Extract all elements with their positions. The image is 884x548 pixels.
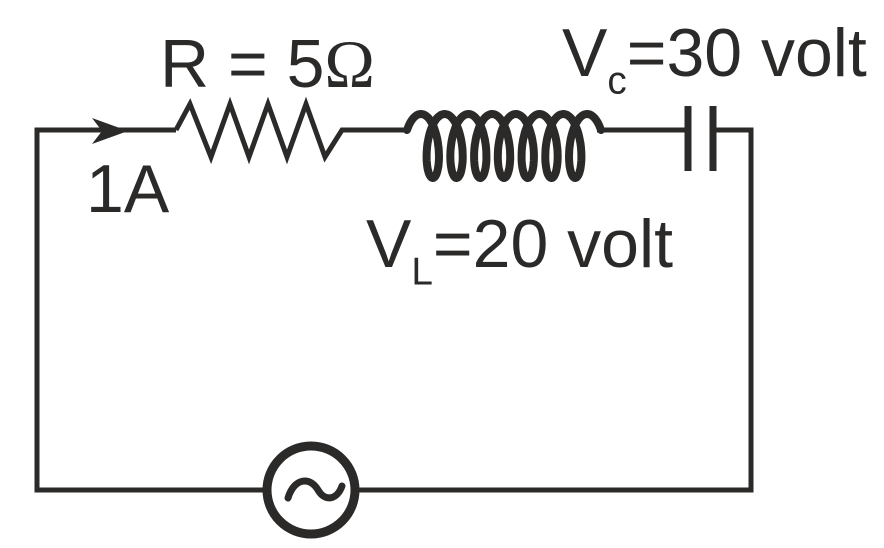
capacitor-voltage-symbol: V bbox=[562, 15, 608, 91]
ohm-symbol: Ω bbox=[324, 26, 375, 102]
capacitor-voltage-subscript: c bbox=[607, 59, 627, 103]
circuit-outline-wire bbox=[34, 127, 754, 493]
current-arrow-icon bbox=[92, 118, 128, 144]
current-label: 1A bbox=[86, 151, 170, 227]
inductor-voltage-subscript: L bbox=[411, 250, 433, 294]
ac-source-circle bbox=[262, 441, 360, 539]
resistor-label-text: R = 5 bbox=[160, 26, 325, 102]
sine-wave-icon bbox=[284, 477, 346, 502]
capacitor-voltage-value: =30 volt bbox=[626, 15, 867, 91]
resistor-label: R = 5Ω bbox=[160, 30, 375, 98]
inductor-symbol bbox=[403, 110, 605, 182]
capacitor-voltage-label: Vc=30 volt bbox=[562, 19, 867, 100]
inductor-voltage-label: VL=20 volt bbox=[366, 210, 673, 291]
inductor-voltage-symbol: V bbox=[366, 206, 412, 282]
resistor-symbol bbox=[173, 96, 410, 165]
inductor-voltage-value: =20 volt bbox=[432, 206, 673, 282]
